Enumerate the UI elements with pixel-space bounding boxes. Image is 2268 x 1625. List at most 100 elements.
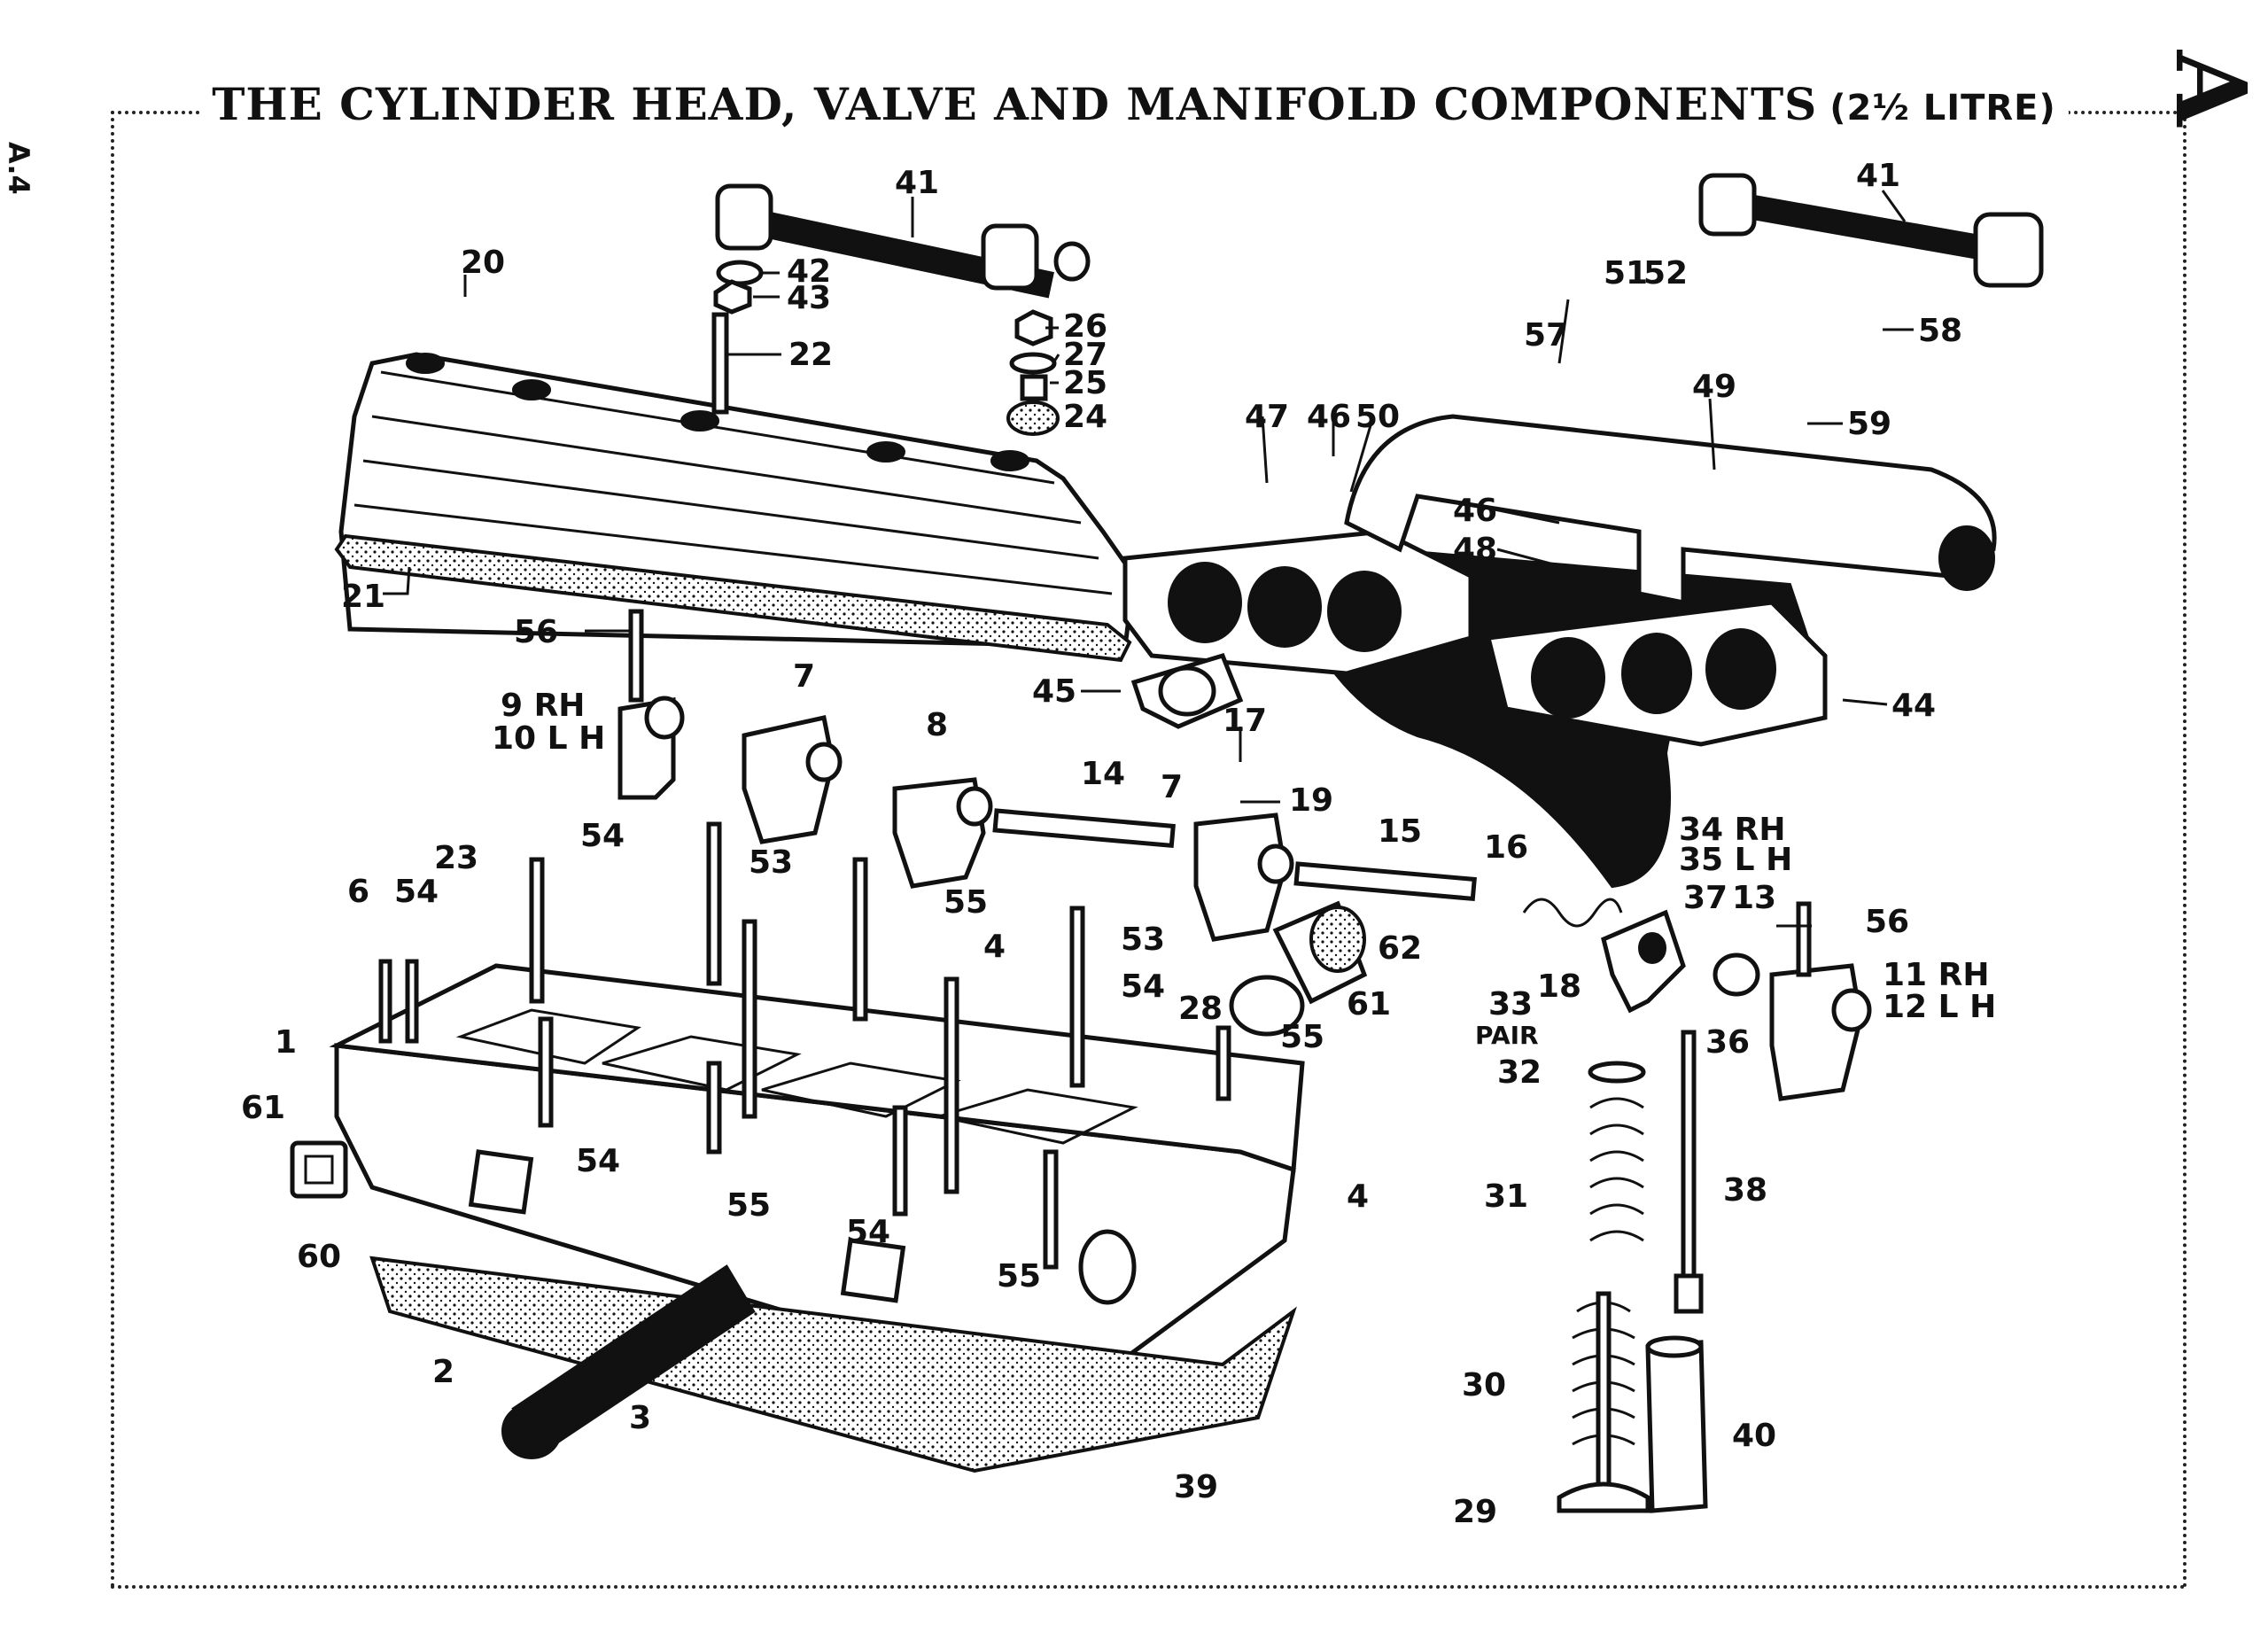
callout-55b: 55 (1280, 1019, 1324, 1055)
rocker-shaft-right (1698, 173, 2044, 288)
callout-15: 15 (1378, 813, 1422, 850)
callout-20: 20 (461, 245, 505, 281)
callout-54d: 54 (576, 1143, 620, 1179)
callout-1: 1 (275, 1024, 297, 1061)
callout-33: 33 (1488, 986, 1533, 1022)
callout-2: 2 (432, 1354, 454, 1390)
callout-6: 6 (347, 874, 369, 910)
callout-27: 27 (1063, 337, 1107, 373)
callout-54a: 54 (580, 818, 625, 854)
callout-52: 52 (1643, 255, 1688, 292)
bush-13 (1713, 952, 1760, 997)
callout-54e: 54 (846, 1214, 890, 1250)
callout-62: 62 (1378, 930, 1422, 967)
rocker-arm-34 (1601, 909, 1686, 1014)
callout-54c: 54 (1121, 968, 1165, 1005)
callout-10lh: 10 L H (492, 720, 605, 757)
callout-39: 39 (1174, 1469, 1218, 1505)
callout-50: 50 (1355, 399, 1400, 435)
callout-36: 36 (1705, 1024, 1750, 1061)
leader-lines (383, 190, 1914, 928)
tube-3 (501, 1264, 756, 1459)
callout-41: 41 (895, 165, 939, 201)
callout-41b: 41 (1856, 158, 1900, 194)
title-suffix: (2½ LITRE) (1829, 88, 2056, 128)
callout-4a: 4 (983, 929, 1006, 965)
callout-42: 42 (787, 253, 831, 290)
callout-49: 49 (1692, 369, 1736, 405)
callout-54b: 54 (394, 874, 439, 910)
manifold (1122, 414, 1997, 889)
callout-11rh: 11 RH (1883, 957, 1989, 993)
valve-assembly (1557, 1030, 1708, 1513)
rocker-pillar-7b (1193, 812, 1294, 942)
plug-60 (290, 1140, 348, 1199)
callout-17: 17 (1223, 703, 1267, 739)
spacer-tube-15 (1293, 861, 1477, 902)
rocker-pillar-11 (1769, 901, 1872, 1101)
rocker-shaft-left (715, 183, 1091, 299)
callout-21: 21 (341, 579, 385, 615)
callout-30: 30 (1462, 1367, 1506, 1403)
callout-18: 18 (1537, 968, 1581, 1005)
rocker-pillar-7a (742, 715, 843, 844)
callout-16: 16 (1484, 829, 1528, 866)
callout-32: 32 (1497, 1054, 1542, 1091)
callout-37: 37 (1683, 880, 1728, 916)
studs-nuts-top (711, 260, 1060, 436)
callout-35lh: 35 L H (1679, 842, 1792, 878)
callout-45: 45 (1032, 673, 1076, 710)
callout-38: 38 (1723, 1172, 1767, 1209)
rocker-cover-gasket (334, 533, 1132, 663)
callout-26: 26 (1063, 308, 1107, 345)
inlet-elbow-62 (1272, 900, 1368, 1005)
callout-61b: 61 (241, 1090, 285, 1126)
callout-46b: 46 (1453, 493, 1497, 529)
callout-43: 43 (787, 280, 831, 316)
callout-61a: 61 (1347, 986, 1391, 1022)
callout-labels: 41 42 43 20 26 27 22 25 24 21 56 9 RH 10… (241, 158, 1996, 1530)
head-gasket (369, 1256, 1297, 1473)
cylinder-head (329, 963, 1305, 1367)
callout-19: 19 (1289, 782, 1333, 819)
callout-55c: 55 (726, 1187, 771, 1224)
spacer-tube-14 (992, 808, 1176, 849)
callout-53b: 53 (1121, 921, 1165, 958)
callout-55a: 55 (944, 884, 988, 921)
callout-3: 3 (629, 1400, 651, 1436)
callout-59: 59 (1847, 406, 1891, 442)
callout-56b: 56 (1865, 904, 1909, 940)
title-text: THE CYLINDER HEAD, VALVE AND MANIFOLD CO… (212, 78, 1818, 130)
callout-22: 22 (788, 337, 833, 373)
callout-24: 24 (1063, 399, 1107, 435)
callout-8: 8 (926, 707, 948, 743)
callout-44: 44 (1891, 688, 1936, 724)
callout-55d: 55 (997, 1258, 1041, 1295)
callout-51: 51 (1604, 255, 1648, 292)
callout-53a: 53 (749, 844, 793, 881)
callout-28: 28 (1178, 991, 1223, 1027)
rocker-pillar-8 (892, 777, 993, 889)
callout-29: 29 (1453, 1494, 1497, 1530)
callout-40: 40 (1732, 1418, 1776, 1454)
callout-7b: 7 (1161, 769, 1183, 805)
page-title: THE CYLINDER HEAD, VALVE AND MANIFOLD CO… (199, 78, 2069, 130)
head-studs (378, 821, 1231, 1270)
callout-12lh: 12 L H (1883, 989, 1996, 1025)
callout-25: 25 (1063, 365, 1107, 401)
callout-7a: 7 (793, 658, 815, 695)
rocker-pillar-9 (617, 609, 685, 800)
callout-46a: 46 (1307, 399, 1351, 435)
callout-34rh: 34 RH (1679, 812, 1785, 848)
callout-13: 13 (1732, 880, 1776, 916)
callout-31: 31 (1484, 1178, 1528, 1215)
rocker-spring-18 (1522, 898, 1623, 928)
callout-4b: 4 (1347, 1178, 1369, 1215)
callout-60: 60 (297, 1239, 341, 1275)
gasket-61 (1229, 975, 1305, 1037)
callout-23: 23 (434, 840, 478, 876)
manifold-gasket (1130, 652, 1244, 729)
callout-47: 47 (1245, 399, 1289, 435)
callout-58: 58 (1918, 313, 1962, 349)
callout-9rh: 9 RH (501, 688, 585, 724)
